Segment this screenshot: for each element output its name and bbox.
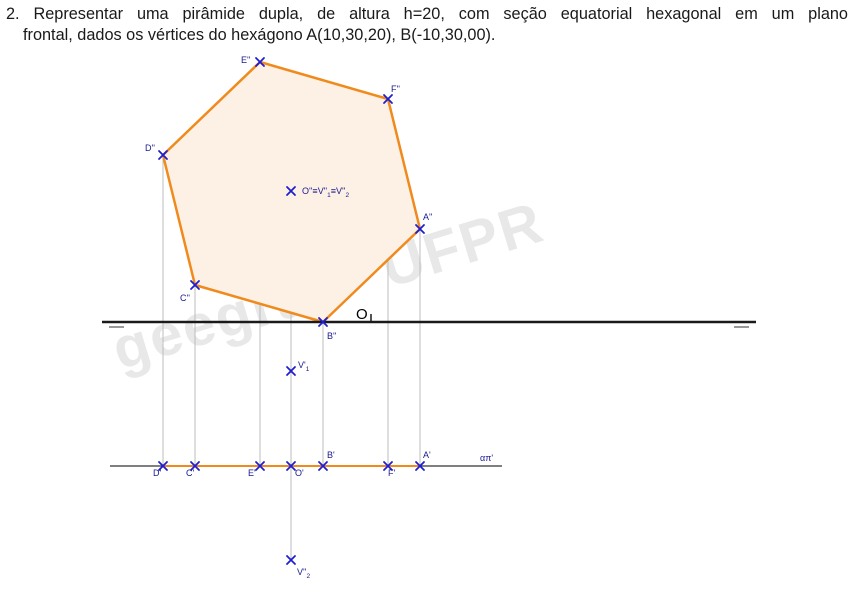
label-c2: C'' (180, 293, 190, 303)
marker-d1 (158, 461, 168, 471)
label-o2-v1-v2: O''≡V''1≡V''2 (302, 186, 349, 199)
marker-f2 (383, 94, 393, 104)
marker-o1 (286, 461, 296, 471)
marker-c2 (190, 280, 200, 290)
marker-e2 (255, 57, 265, 67)
label-b1: B' (327, 450, 335, 460)
label-origin: O (356, 306, 368, 323)
marker-v1 (286, 366, 296, 376)
label-o1: O' (295, 468, 304, 478)
marker-c1 (190, 461, 200, 471)
marker-d2 (158, 150, 168, 160)
marker-v2 (286, 555, 296, 565)
label-b2: B'' (327, 331, 337, 341)
problem-statement: 2. Representar uma pirâmide dupla, de al… (6, 4, 848, 46)
marker-a1 (415, 461, 425, 471)
label-plane: απ' (480, 453, 493, 463)
label-v1: V'1 (298, 360, 310, 373)
marker-b1 (318, 461, 328, 471)
label-f2: F'' (391, 84, 400, 94)
label-e1: E' (248, 468, 256, 478)
label-v2: V''2 (297, 567, 310, 580)
marker-e1 (255, 461, 265, 471)
problem-line-1: 2. Representar uma pirâmide dupla, de al… (6, 5, 848, 23)
label-c1: C' (186, 468, 194, 478)
label-a1: A' (423, 450, 431, 460)
label-d2: D'' (145, 143, 155, 153)
label-a2: A'' (423, 212, 433, 222)
problem-line-2: frontal, dados os vértices do hexágono A… (23, 26, 496, 44)
label-d1: D' (153, 468, 161, 478)
label-f1: F' (388, 468, 395, 478)
label-e2: E'' (241, 55, 251, 65)
marker-o2 (286, 186, 296, 196)
vertex-markers (158, 57, 425, 565)
marker-b2 (318, 317, 328, 327)
marker-a2 (415, 224, 425, 234)
marker-f1 (383, 461, 393, 471)
